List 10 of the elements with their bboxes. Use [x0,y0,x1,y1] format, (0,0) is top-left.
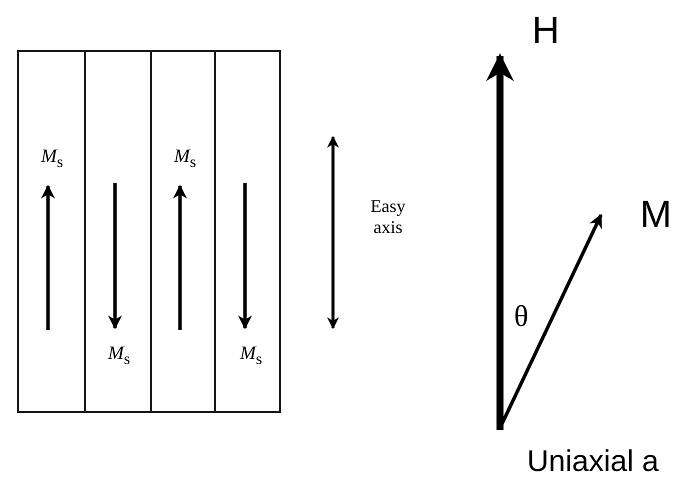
magnetization-label: M$_{s}$ [240,344,262,370]
vector-label: H [532,10,560,54]
axis-label: Easy axis [370,196,406,238]
magnetization-label: M$_{s}$ [174,147,196,173]
sample-outline [17,50,281,413]
magnetization-label: M$_{s}$ [41,147,63,173]
caption-text: Uniaxial a [527,445,659,479]
angle-label: θ [514,300,528,334]
vector-label: M [640,194,672,238]
magnetization-label: M$_{s}$ [108,344,130,370]
